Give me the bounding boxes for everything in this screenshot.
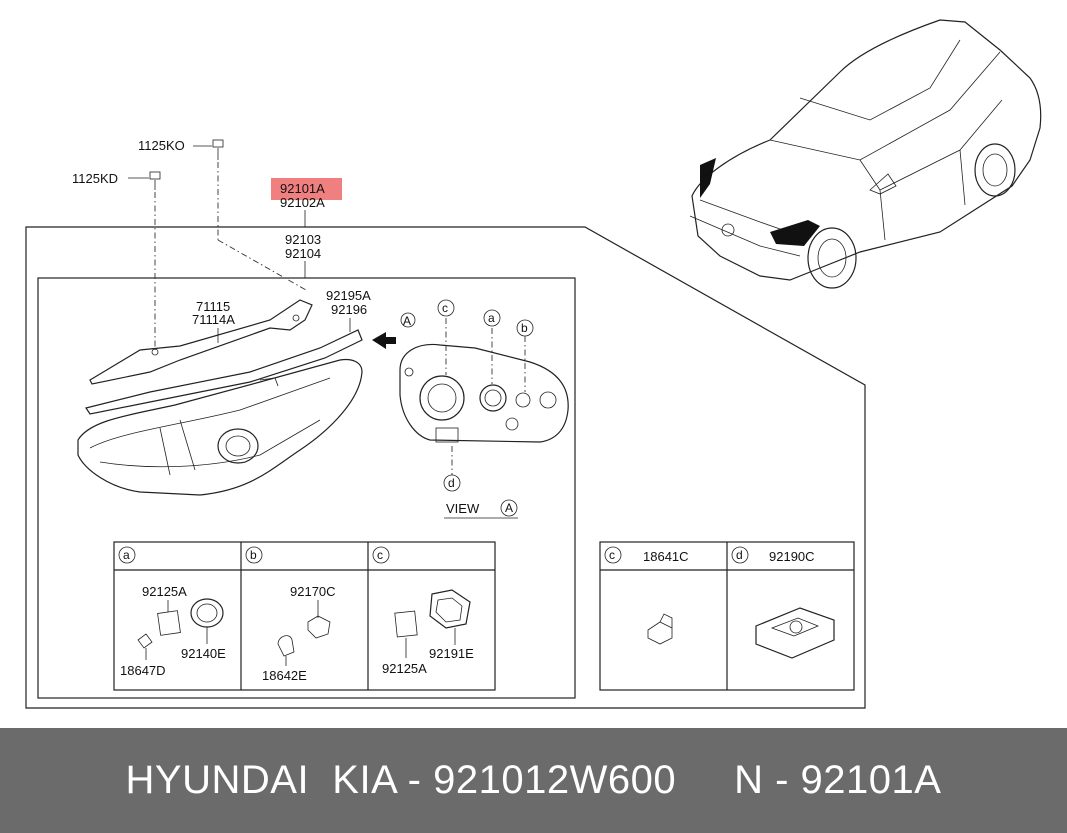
highlight-92101a — [271, 178, 342, 200]
bolt-1125kd[interactable]: 1125KD — [72, 171, 161, 350]
part-92191e[interactable]: 92191E — [429, 646, 474, 661]
inner-frame — [37, 277, 576, 699]
label-92103[interactable]: 92103 — [285, 232, 321, 247]
view-caption-marker: A — [505, 501, 513, 515]
view-callouts: c a b d VIEW A — [437, 299, 534, 519]
callout-a: a — [488, 311, 495, 325]
headlamp-assembly[interactable] — [77, 358, 363, 496]
view-caption: VIEW — [446, 501, 480, 516]
vehicle-illustration — [689, 19, 1042, 289]
table-header-a: a — [123, 548, 130, 562]
label-1125kd: 1125KD — [72, 171, 118, 186]
detail-table-left: a b c 92125A 92140E 18647D 92170C 18642E… — [113, 541, 496, 691]
view-marker-a: A — [403, 314, 411, 328]
label-92195a: 92195A — [326, 288, 371, 303]
part-92140e[interactable]: 92140E — [181, 646, 226, 661]
callout-d: d — [448, 476, 455, 490]
part-18647d[interactable]: 18647D — [120, 663, 166, 678]
table-header-c-right: c — [609, 548, 615, 562]
label-71114a: 71114A — [192, 312, 235, 327]
part-92125a-c[interactable]: 92125A — [382, 661, 427, 676]
footer-part-number: HYUNDAI KIA - 921012W600 N - 92101A — [125, 758, 942, 802]
bolt-1125ko[interactable]: 1125KO — [138, 138, 307, 291]
part-18641c[interactable]: 18641C — [643, 549, 689, 564]
parts-diagram: 1125KO 1125KD 92101A 92102A 92103 92104 … — [25, 19, 1042, 709]
seal-strip[interactable]: 92195A 92196 — [85, 288, 371, 415]
table-header-c: c — [377, 548, 383, 562]
part-18642e[interactable]: 18642E — [262, 668, 307, 683]
callout-b: b — [521, 321, 528, 335]
part-92125a[interactable]: 92125A — [142, 584, 187, 599]
table-header-b: b — [250, 548, 257, 562]
footer-bar: HYUNDAI KIA - 921012W600 N - 92101A — [0, 728, 1067, 833]
label-92102a[interactable]: 92102A — [280, 195, 325, 210]
table-header-d: d — [736, 548, 743, 562]
label-1125ko: 1125KO — [138, 138, 185, 153]
callout-c: c — [442, 301, 448, 315]
outer-frame — [25, 226, 866, 709]
label-92196: 92196 — [331, 302, 367, 317]
part-92190c[interactable]: 92190C — [769, 549, 815, 564]
label-92101a[interactable]: 92101A — [280, 181, 325, 196]
part-92170c[interactable]: 92170C — [290, 584, 336, 599]
detail-table-right: c 18641C d 92190C — [599, 541, 855, 691]
bracket-part[interactable]: 71115 71114A — [89, 299, 313, 385]
label-92104[interactable]: 92104 — [285, 246, 321, 261]
view-arrow: A — [372, 312, 416, 349]
headlamp-rear-view[interactable] — [399, 318, 569, 475]
label-71115: 71115 — [196, 299, 230, 314]
